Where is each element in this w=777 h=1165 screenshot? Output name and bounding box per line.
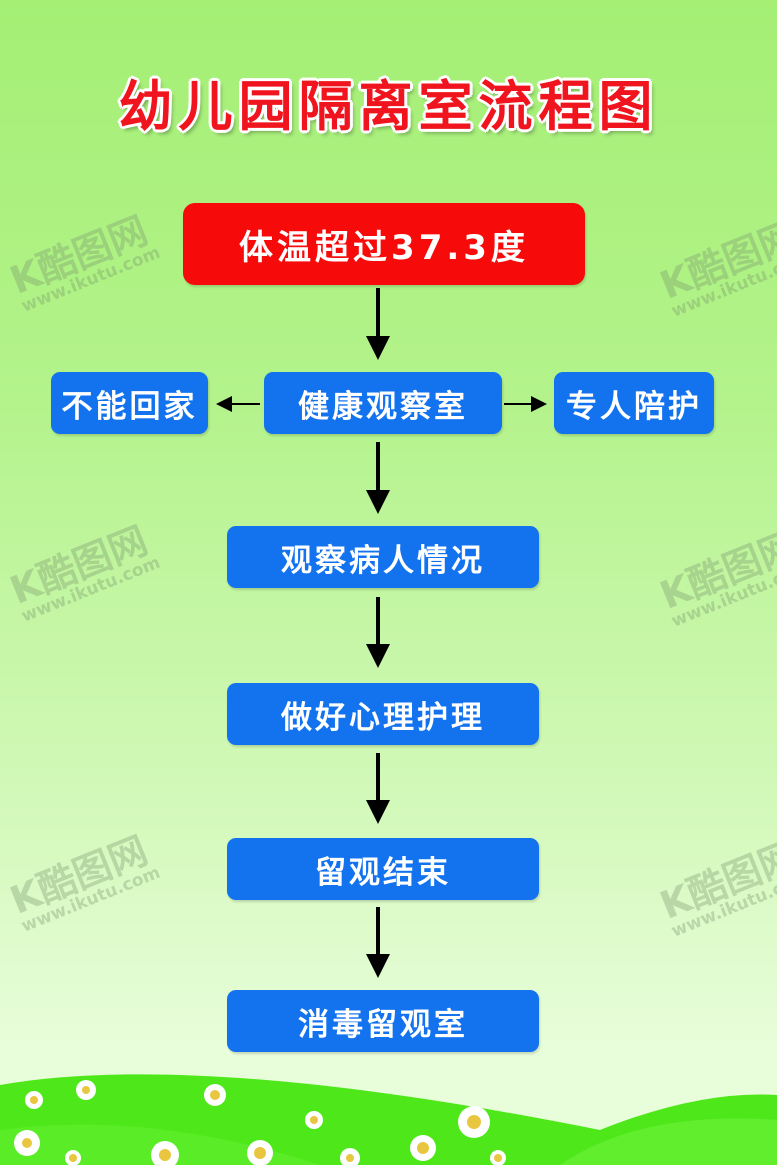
node-disinfect-room: 消毒留观室 <box>227 990 539 1052</box>
node-start: 体温超过37.3度 <box>183 203 585 285</box>
node-psychological-care: 做好心理护理 <box>227 683 539 745</box>
node-observe-condition: 观察病人情况 <box>227 526 539 588</box>
flower-icons <box>14 1080 506 1165</box>
page-title: 幼儿园隔离室流程图 <box>118 75 659 138</box>
grass-hills <box>0 1074 777 1165</box>
node-dedicated-care: 专人陪护 <box>554 372 714 434</box>
node-observation-end: 留观结束 <box>227 838 539 900</box>
node-cannot-go-home: 不能回家 <box>51 372 208 434</box>
node-observation-room: 健康观察室 <box>264 372 502 434</box>
